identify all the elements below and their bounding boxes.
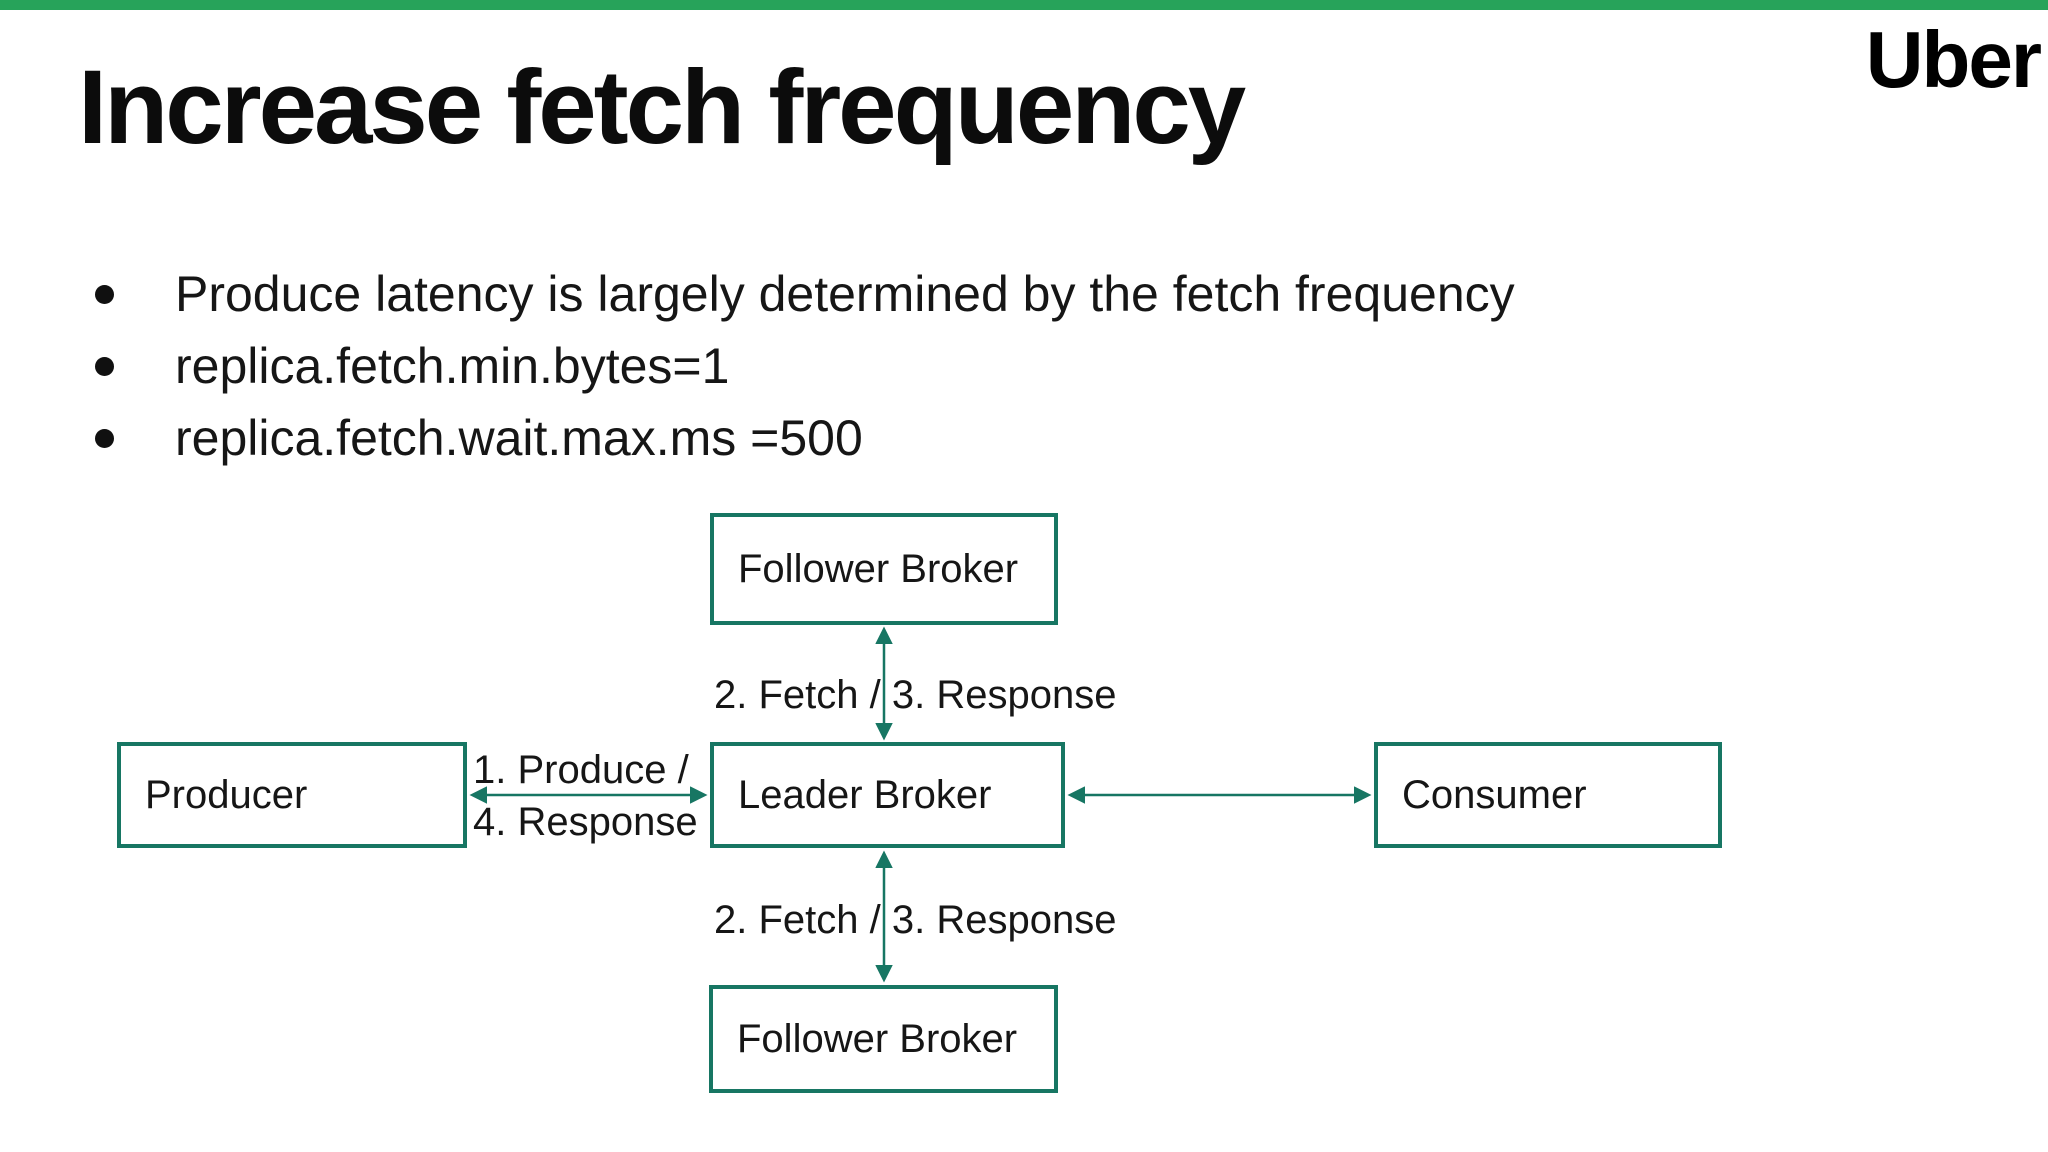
bullet-text: Produce latency is largely determined by…: [175, 266, 1515, 322]
label-produce-response: 1. Produce / 4. Response: [473, 744, 698, 848]
bullet-dot-icon: [95, 284, 114, 304]
bullet-item: replica.fetch.wait.max.ms =500: [95, 402, 1515, 474]
node-leader-broker: Leader Broker: [710, 742, 1065, 848]
label-fetch-response-bottom: 2. Fetch / 3. Response: [714, 898, 1117, 942]
node-label: Producer: [145, 772, 308, 817]
node-label: Consumer: [1402, 772, 1587, 817]
bullet-item: replica.fetch.min.bytes=1: [95, 330, 1515, 402]
bullet-list: Produce latency is largely determined by…: [95, 258, 1515, 474]
node-follower-broker-top: Follower Broker: [710, 513, 1058, 625]
node-label: Leader Broker: [738, 772, 992, 817]
node-follower-broker-bottom: Follower Broker: [709, 985, 1058, 1093]
bullet-dot-icon: [95, 356, 114, 376]
bullet-text: replica.fetch.min.bytes=1: [175, 338, 730, 394]
node-consumer: Consumer: [1374, 742, 1722, 848]
top-progress-bar: [0, 0, 2048, 10]
uber-logo: Uber: [1865, 15, 2042, 104]
node-label: Follower Broker: [737, 1016, 1018, 1061]
label-fetch-response-top: 2. Fetch / 3. Response: [714, 673, 1117, 717]
node-producer: Producer: [117, 742, 467, 848]
bullet-item: Produce latency is largely determined by…: [95, 258, 1515, 330]
bullet-text: replica.fetch.wait.max.ms =500: [175, 410, 863, 466]
slide-title: Increase fetch frequency: [78, 49, 1246, 166]
bullet-dot-icon: [95, 428, 114, 448]
label-produce-line1: 1. Produce /: [473, 748, 689, 792]
label-produce-line2: 4. Response: [473, 800, 698, 844]
node-label: Follower Broker: [738, 546, 1019, 591]
